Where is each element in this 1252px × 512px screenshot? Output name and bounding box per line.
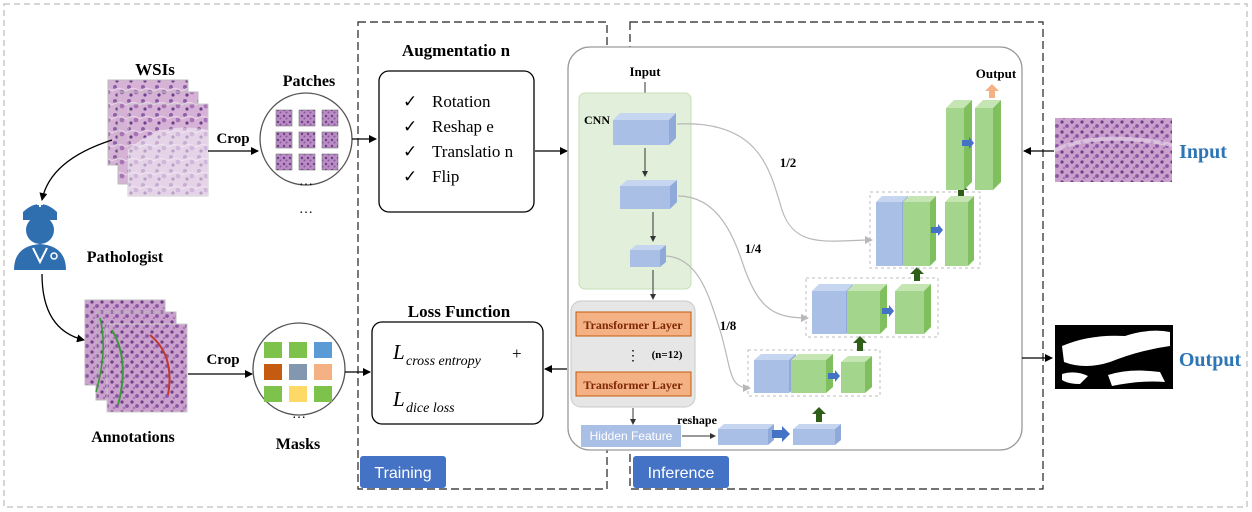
outer-frame — [3, 3, 1248, 508]
reshape-block — [718, 424, 774, 445]
check-2: ✓ — [403, 117, 417, 136]
net-input-label: Input — [629, 64, 661, 79]
top-green-2 — [975, 100, 1001, 190]
scale-half-label: 1/2 — [780, 155, 797, 170]
cnn-block-2 — [620, 180, 677, 209]
crop-bottom-label: Crop — [206, 352, 239, 368]
crop-top-label: Crop — [216, 131, 249, 147]
transformer-layer-bottom — [575, 371, 692, 397]
up-arrow-0 — [812, 407, 826, 422]
dec8-green — [791, 354, 833, 393]
annotations-label: Annotations — [91, 429, 175, 446]
mask-grid — [264, 342, 332, 402]
loss-sub-dice: dice loss — [406, 401, 455, 416]
pathologist-icon — [14, 201, 66, 270]
concat-box-2 — [805, 277, 939, 338]
transformer-top-label: Transformer Layer — [583, 318, 683, 332]
side-arrow-1 — [772, 426, 790, 442]
skip-connection-eighth — [665, 255, 751, 392]
dec4-blue — [812, 284, 853, 334]
patches-ellipsis-2: … — [299, 202, 313, 217]
output-up-arrow — [985, 84, 999, 98]
loss-plus: + — [512, 344, 522, 363]
cnn-block-1 — [613, 113, 676, 145]
side-arrow-8 — [828, 370, 840, 382]
augmentation-box — [378, 70, 535, 213]
transformer-count: (n=12) — [652, 349, 683, 361]
up-arrow-8 — [853, 336, 867, 351]
up-arrow-4 — [910, 267, 924, 281]
side-arrow-4 — [882, 305, 894, 317]
check-4: ✓ — [403, 167, 417, 186]
scale-eighth-label: 1/8 — [720, 318, 737, 333]
transformer-bottom-label: Transformer Layer — [583, 378, 683, 392]
inference-badge-label: Inference — [648, 465, 715, 482]
wsi-stack — [107, 79, 209, 197]
patches-label: Patches — [283, 73, 335, 90]
loss-title: Loss Function — [408, 302, 511, 321]
dec4-green-2 — [895, 284, 931, 334]
annotation-stack — [84, 299, 188, 413]
reshape-label: reshape — [677, 413, 717, 427]
hidden-feature-box — [581, 425, 681, 447]
concat-box-1 — [747, 349, 881, 397]
aug-item-translation: Translatio n — [432, 142, 514, 161]
training-badge-label: Training — [374, 465, 431, 482]
side-arrow-top — [962, 137, 974, 149]
transformer-dots: ⋮ — [626, 349, 640, 364]
aug-item-flip: Flip — [432, 167, 459, 186]
decoder-block-0 — [793, 424, 841, 445]
skip-connection-quarter — [677, 195, 809, 322]
dec8-blue — [754, 354, 796, 393]
pathologist-to-annotation-arrow — [41, 273, 85, 343]
loss-l-dice: L — [392, 387, 405, 411]
aug-item-reshape: Reshap e — [432, 117, 494, 136]
wsis-label: WSIs — [135, 60, 175, 79]
right-input-label: Input — [1179, 141, 1227, 163]
scale-quarter-label: 1/4 — [745, 241, 762, 256]
patch-grid — [275, 109, 339, 171]
loss-box — [371, 321, 544, 425]
masks-label: Masks — [276, 436, 320, 453]
check-3: ✓ — [403, 142, 417, 161]
wsi-to-pathologist-arrow — [39, 139, 113, 201]
net-output-label: Output — [976, 66, 1017, 81]
masks-ellipsis: … — [292, 407, 306, 422]
side-arrow-2 — [931, 224, 943, 236]
patches-ellipsis-1: … — [299, 174, 313, 189]
augmentation-title: Augmentatio n — [402, 41, 511, 60]
inference-badge — [633, 456, 729, 488]
concat-box-3 — [869, 191, 981, 269]
cnn-label: CNN — [584, 113, 610, 127]
top-green-1 — [946, 100, 972, 190]
transformer-layer-top — [575, 311, 692, 337]
right-output-label: Output — [1179, 349, 1242, 371]
cnn-block-3 — [630, 245, 666, 267]
aug-item-rotation: Rotation — [432, 92, 491, 111]
output-mask-image — [1055, 325, 1173, 389]
dec4-green — [847, 284, 887, 334]
hidden-feature-label: Hidden Feature — [590, 429, 673, 443]
loss-sub-cross: cross entropy — [406, 354, 482, 369]
loss-l-cross: L — [392, 340, 405, 364]
check-1: ✓ — [403, 92, 417, 111]
training-badge — [360, 456, 446, 488]
dec2-green-2 — [945, 196, 974, 266]
dec8-green-2 — [841, 356, 872, 393]
skip-connection-half — [676, 123, 873, 245]
input-tissue-image — [1054, 118, 1173, 182]
pathologist-label: Pathologist — [87, 249, 164, 266]
